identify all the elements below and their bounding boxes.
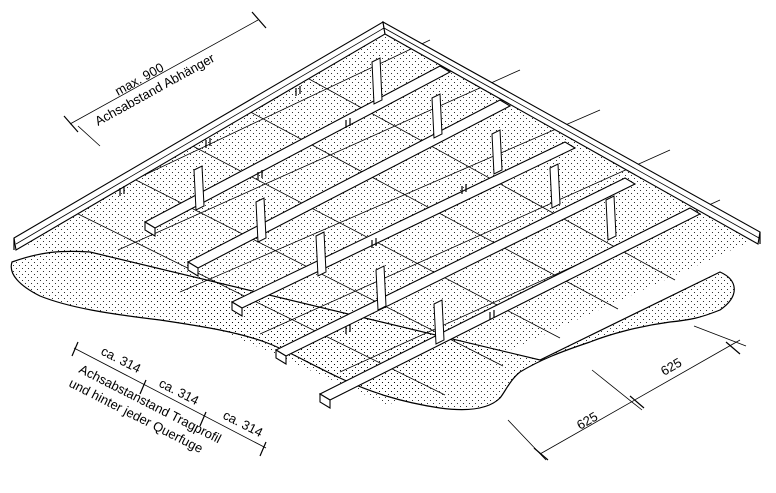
bearing-spacing-1-text: ca. 314 xyxy=(99,343,144,376)
edge-profiles xyxy=(13,20,761,251)
bearing-spacing-3-text: ca. 314 xyxy=(221,407,266,440)
panel-width-1-text: 625 xyxy=(574,409,600,433)
clip-marks xyxy=(119,86,495,334)
dimension-panel-width: 625 625 xyxy=(507,325,747,461)
dimension-bearing-profile-spacing: ca. 314 ca. 314 ca. 314 Achsabstanstand … xyxy=(67,341,267,457)
panel-width-2-text: 625 xyxy=(658,355,684,379)
hangers xyxy=(193,57,617,345)
